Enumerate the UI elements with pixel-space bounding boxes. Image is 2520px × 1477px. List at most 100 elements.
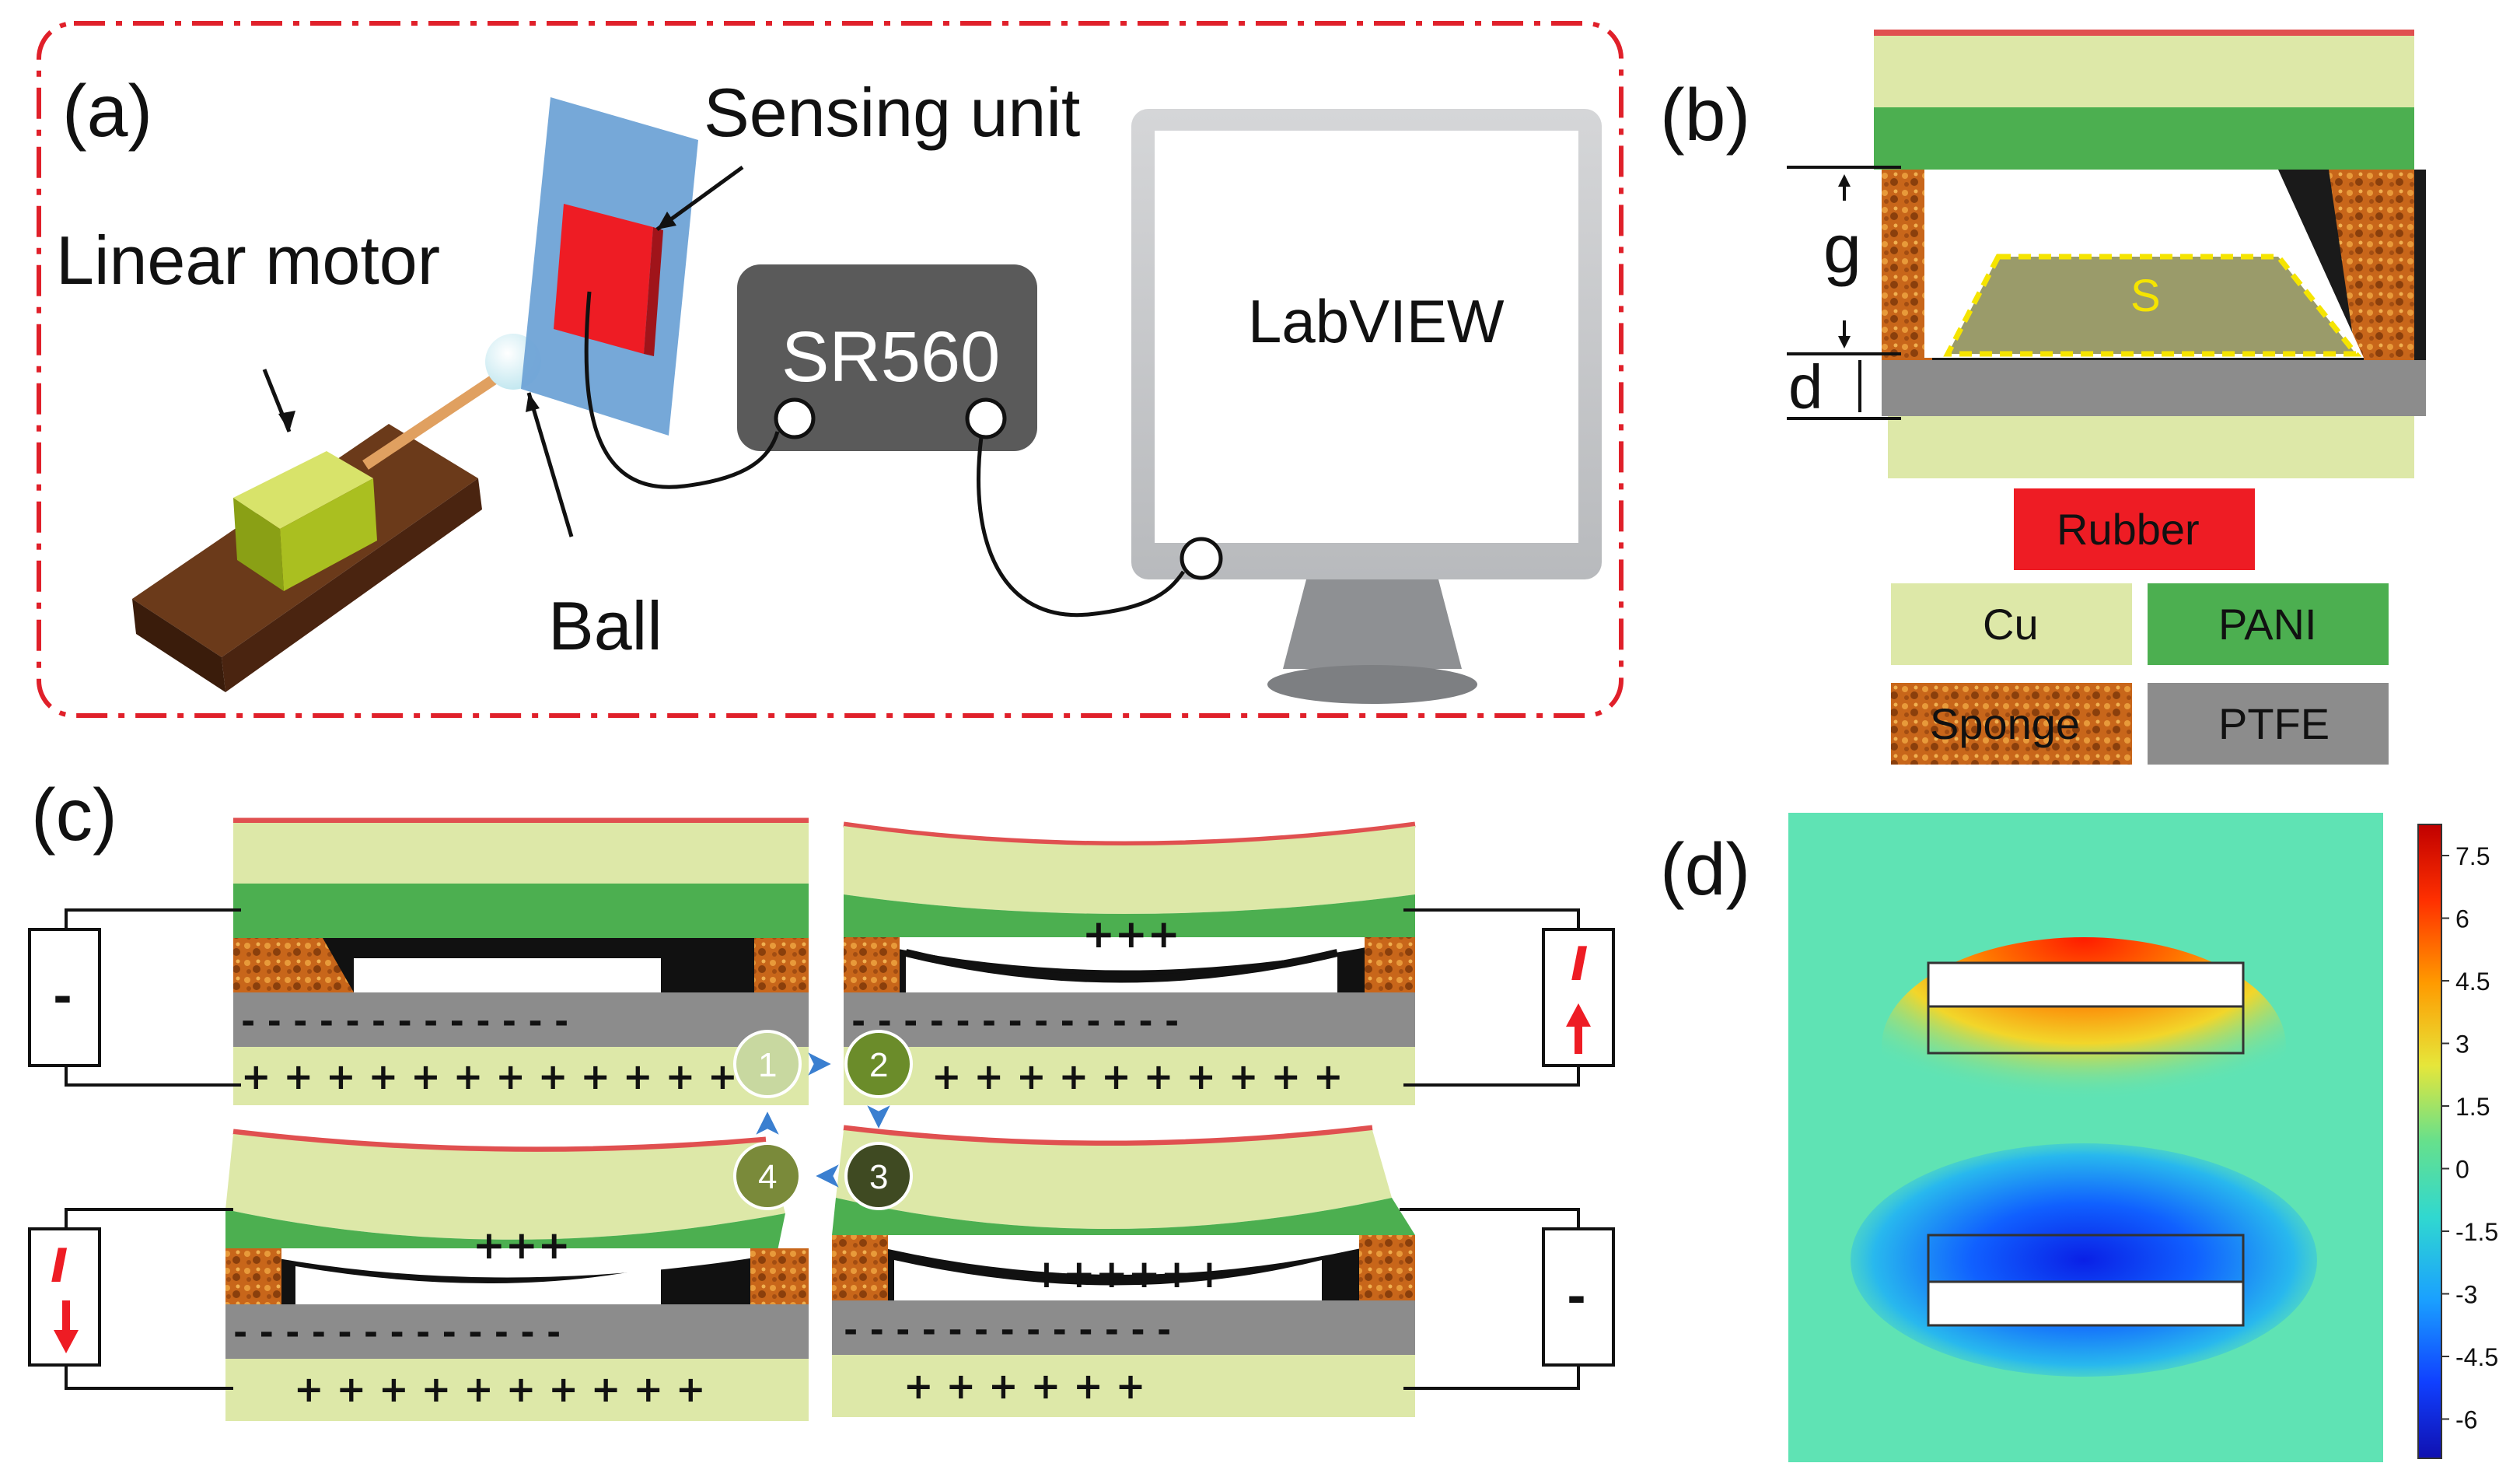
panel-a-label: (a) (62, 70, 152, 152)
sr560-label: SR560 (781, 317, 1000, 397)
colorbar-tick-label: 4.5 (2455, 968, 2490, 996)
colorbar-tick-label: -6 (2455, 1406, 2477, 1434)
state-3-ptfe-charges: - - - - - - - - - - - - - (844, 1311, 1171, 1350)
state-2-ptfe-charges: - - - - - - - - - - - - - (851, 1002, 1179, 1041)
cable-sr560-to-monitor (977, 436, 1186, 618)
step-1-marker (733, 1030, 802, 1098)
meter-state-3 (1542, 1227, 1615, 1367)
sr560-box (737, 264, 1037, 451)
state-3-pani-charges: ++++++ (1030, 1251, 1225, 1297)
meter-state-2-current: I (1571, 937, 1588, 992)
area-s-label: S (2130, 271, 2161, 321)
monitor (1131, 109, 1602, 704)
colorbar-tick-label: 0 (2455, 1156, 2469, 1184)
legend-ptfe-swatch (2148, 683, 2389, 765)
cycle-markers: 1 2 3 4 (733, 1030, 913, 1210)
sr560-output-port (965, 397, 1007, 439)
legend-sponge-label: Sponge (1930, 699, 2080, 748)
state-4-device (225, 1129, 809, 1421)
linear-motor-label: Linear motor (56, 222, 440, 299)
gap-label: g (1823, 210, 1861, 287)
state-3-device (832, 1125, 1415, 1417)
state-1-cu-charges: + + + + + + + + + + + + + (241, 1055, 780, 1097)
state-1-device (233, 817, 809, 1105)
panel-c: (c) - - - - - - - - - - - - - + + + + + … (28, 774, 1615, 1421)
gap-arrow-up (1838, 174, 1851, 187)
step-3-label: 3 (869, 1158, 888, 1196)
state-2-pani-charges: +++ (1082, 912, 1180, 957)
panel-c-label: (c) (31, 774, 117, 856)
panel-d: (d) 7.5 6 4.5 3 1.5 0 -1.5 -3 -4.5 -6 (1660, 813, 2498, 1462)
state-4-pani-charges: +++ (473, 1223, 571, 1268)
colorbar-tick-label: 7.5 (2455, 842, 2490, 870)
sensing-unit-label: Sensing unit (704, 74, 1080, 151)
step-1-label: 1 (758, 1046, 777, 1084)
area-s (1943, 254, 2362, 357)
sensing-unit-arrowhead (657, 212, 676, 229)
ball-arrowhead (526, 393, 540, 412)
legend-pani-swatch (2148, 583, 2389, 665)
labview-label: LabVIEW (1248, 287, 1505, 355)
monitor-port (1180, 537, 1223, 580)
legend-cu-swatch (1891, 583, 2132, 665)
panel-a: (a) Linear motor Sensing unit Ball SR560 (37, 21, 1623, 718)
gap-arrow-down (1838, 336, 1851, 348)
step-2-marker (844, 1030, 913, 1098)
dimension-markers (1787, 166, 1901, 420)
sr560-input-port (774, 397, 816, 439)
state-4-cu-charges: + + + + + + + + + + (294, 1368, 706, 1410)
panel-d-label: (d) (1660, 828, 1750, 911)
state-2-cu-charges: + + + + + + + + + + (931, 1055, 1344, 1097)
thickness-label: d (1788, 352, 1823, 422)
legend-cu-label: Cu (1983, 600, 2039, 649)
ball-arrow (526, 392, 574, 537)
state-2-device (843, 821, 1416, 1105)
ball-label: Ball (548, 587, 662, 664)
step-2-label: 2 (869, 1046, 888, 1084)
state-4-ptfe-charges: - - - - - - - - - - - - - (233, 1313, 561, 1353)
linear-motor-arrowhead (278, 411, 295, 432)
meter-state-3-reading: - (1567, 1270, 1586, 1325)
meter-state-1 (28, 928, 101, 1067)
colorbar-tick-label: -4.5 (2455, 1343, 2498, 1371)
colorbar-ticks: 7.5 6 4.5 3 1.5 0 -1.5 -3 -4.5 -6 (2441, 842, 2498, 1434)
legend-rubber-swatch (2014, 488, 2255, 570)
colorbar-tick-label: -1.5 (2455, 1218, 2498, 1246)
colorbar-tick-label: 3 (2455, 1031, 2469, 1059)
field-map (1788, 813, 2383, 1462)
cable-sensor-to-sr560 (584, 291, 780, 489)
step-1-to-2-arrow (808, 1052, 831, 1076)
panel-b: (b) S g d (1660, 30, 2426, 765)
lower-electrode (1927, 1280, 2245, 1327)
panel-b-label: (b) (1660, 74, 1750, 156)
step-4-label: 4 (758, 1158, 777, 1196)
sensing-unit-side (644, 227, 663, 356)
step-4-marker (733, 1142, 802, 1210)
legend-pani-label: PANI (2218, 600, 2317, 649)
colorbar-tick-label: 6 (2455, 905, 2469, 933)
material-legend: Rubber Cu PANI Sponge PTFE (1891, 488, 2389, 765)
legend-sponge-swatch (1891, 683, 2132, 765)
current-up-arrowhead (1566, 1003, 1591, 1027)
legend-rubber-label: Rubber (2057, 505, 2200, 554)
state-3-cu-charges: + + + + + + (903, 1365, 1145, 1407)
device-cross-section (1874, 30, 2426, 478)
linear-motor (132, 367, 509, 692)
state-1-ptfe-charges: - - - - - - - - - - - - - (241, 1002, 568, 1041)
meter-state-1-reading: - (53, 970, 72, 1024)
colorbar-tick-label: 1.5 (2455, 1093, 2490, 1121)
current-down-arrowhead (54, 1330, 79, 1353)
step-3-marker (844, 1142, 913, 1210)
panel-a-frame (37, 21, 1623, 718)
meter-state-4-current: I (51, 1239, 68, 1293)
colorbar (2417, 824, 2442, 1459)
step-2-to-3-arrow (867, 1105, 890, 1129)
circuit-wires (65, 908, 1580, 1390)
step-3-to-4-arrow (816, 1164, 839, 1188)
upper-electrode (1927, 961, 2245, 1008)
legend-ptfe-label: PTFE (2218, 699, 2330, 748)
colorbar-tick-label: -3 (2455, 1281, 2477, 1309)
sensing-unit (554, 204, 653, 354)
step-4-to-1-arrow (756, 1111, 779, 1135)
